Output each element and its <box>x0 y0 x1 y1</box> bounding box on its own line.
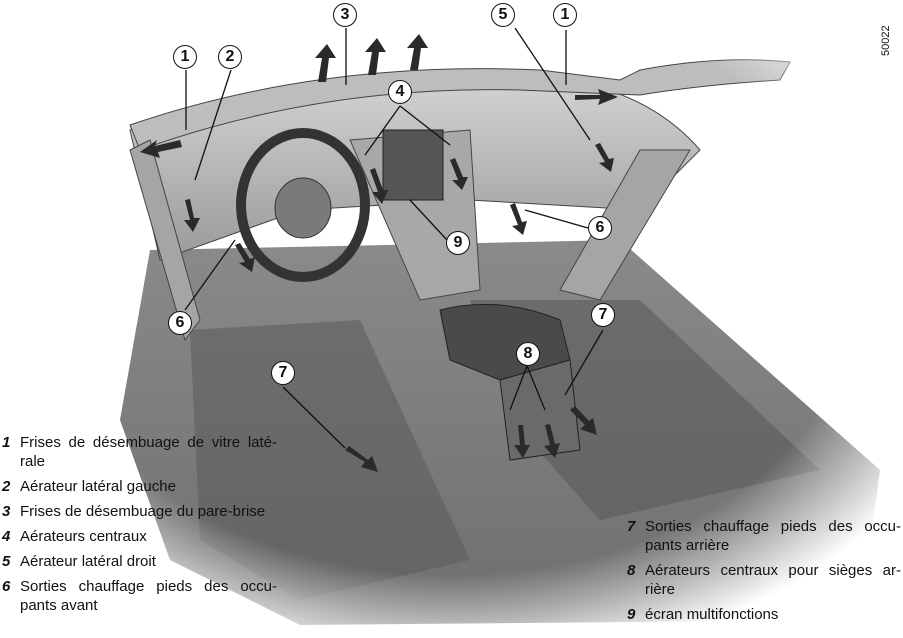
callout-5: 5 <box>491 3 515 27</box>
callout-1-right: 1 <box>553 3 577 27</box>
callout-1-left: 1 <box>173 45 197 69</box>
callout-3: 3 <box>333 3 357 27</box>
legend-item: 4 Aérateurs centraux <box>2 527 277 546</box>
callout-9: 9 <box>446 231 470 255</box>
legend-number: 9 <box>627 606 636 623</box>
legend-number: 6 <box>2 578 11 595</box>
legend-item: 5 Aérateur latéral droit <box>2 552 277 571</box>
legend-text: Sorties chauffage pieds des occu- <box>645 518 901 535</box>
legend-text: pants arrière <box>645 537 730 554</box>
legend-text: Aérateur latéral gauche <box>20 478 176 495</box>
legend-number: 4 <box>2 528 11 545</box>
legend-item: 1 Frises de désembuage de vitre laté-rale <box>2 433 277 471</box>
callout-7-right: 7 <box>591 303 615 327</box>
legend-text: Frises de désembuage de vitre laté- <box>20 434 277 451</box>
legend-number: 3 <box>2 503 11 520</box>
legend-text: rale <box>20 453 46 470</box>
legend-text: Frises de désembuage du pare-brise <box>20 503 266 520</box>
callout-4: 4 <box>388 80 412 104</box>
legend-left: 1 Frises de désembuage de vitre laté-rale… <box>2 433 277 621</box>
legend-text: Aérateur latéral droit <box>20 553 156 570</box>
legend-number: 1 <box>2 434 11 451</box>
legend-text: Aérateurs centraux pour sièges ar- <box>645 562 901 579</box>
legend-number: 7 <box>627 518 636 535</box>
callout-2: 2 <box>218 45 242 69</box>
legend-item: 3 Frises de désembuage du pare-brise <box>2 502 277 521</box>
callout-8: 8 <box>516 342 540 366</box>
callout-7-left: 7 <box>271 361 295 385</box>
figure-reference: 50022 <box>880 25 892 56</box>
legend-number: 5 <box>2 553 11 570</box>
legend-number: 8 <box>627 562 636 579</box>
legend-text: Sorties chauffage pieds des occu- <box>20 578 277 595</box>
legend-number: 2 <box>2 478 11 495</box>
legend-text: écran multifonctions <box>645 606 779 623</box>
legend-item: 9 écran multifonctions <box>627 605 901 624</box>
legend-text: Aérateurs centraux <box>20 528 147 545</box>
legend-text: pants avant <box>20 597 98 614</box>
airflow-arrows <box>140 34 618 472</box>
legend-item: 2 Aérateur latéral gauche <box>2 477 277 496</box>
legend-item: 8 Aérateurs centraux pour sièges ar-rière <box>627 561 901 599</box>
legend-item: 7 Sorties chauffage pieds des occu-pants … <box>627 517 901 555</box>
legend-right: 7 Sorties chauffage pieds des occu-pants … <box>627 517 901 630</box>
callout-6-right: 6 <box>588 216 612 240</box>
legend-item: 6 Sorties chauffage pieds des occu-pants … <box>2 577 277 615</box>
leader-lines <box>184 27 604 449</box>
legend-text: rière <box>645 581 676 598</box>
callout-6-left: 6 <box>168 311 192 335</box>
